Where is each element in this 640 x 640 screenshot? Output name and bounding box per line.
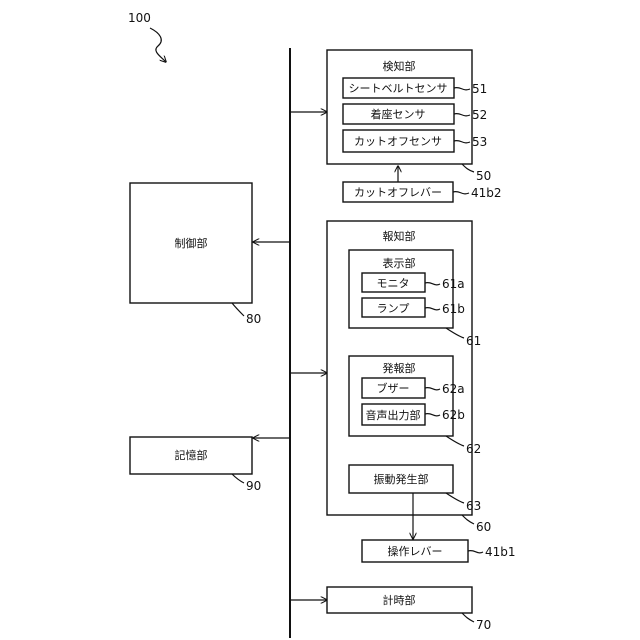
ref-61: 61 bbox=[466, 334, 481, 348]
ref-leader-90 bbox=[232, 474, 244, 483]
control-unit: 制御部 bbox=[130, 183, 252, 303]
lamp-label: ランプ bbox=[377, 302, 410, 315]
voice-output-label: 音声出力部 bbox=[366, 408, 421, 422]
display-title: 表示部 bbox=[383, 256, 416, 270]
storage-unit: 記憶部 bbox=[130, 437, 252, 474]
monitor-label: モニタ bbox=[377, 277, 410, 290]
cutoff-lever-label: カットオフレバー bbox=[354, 186, 442, 199]
vibration-label: 振動発生部 bbox=[374, 472, 429, 486]
ref-leader-80 bbox=[232, 303, 244, 316]
detection-title: 検知部 bbox=[383, 59, 416, 73]
ref-80: 80 bbox=[246, 312, 261, 326]
ref-62: 62 bbox=[466, 442, 481, 456]
seat-sensor-label: 着座センサ bbox=[371, 107, 426, 121]
ref-41b1: 41b1 bbox=[485, 545, 516, 559]
timer-unit: 計時部 bbox=[327, 587, 472, 613]
ref-leader-50 bbox=[462, 164, 474, 172]
ref-61a: 61a bbox=[442, 277, 465, 291]
figure-ref-leader bbox=[150, 28, 166, 62]
cutoff-sensor-label: カットオフセンサ bbox=[354, 135, 442, 148]
sound-title: 発報部 bbox=[383, 361, 416, 375]
ref-62a: 62a bbox=[442, 382, 465, 396]
storage-label: 記憶部 bbox=[175, 448, 208, 462]
ref-51: 51 bbox=[472, 82, 487, 96]
ref-62b: 62b bbox=[442, 408, 465, 422]
control-label: 制御部 bbox=[175, 236, 208, 250]
ref-52: 52 bbox=[472, 108, 487, 122]
ref-leader-41b2 bbox=[453, 192, 469, 194]
operation-lever: 操作レバー bbox=[362, 540, 468, 562]
ref-61b: 61b bbox=[442, 302, 465, 316]
buzzer-label: ブザー bbox=[377, 381, 410, 395]
operation-lever-label: 操作レバー bbox=[388, 544, 443, 558]
notification-title: 報知部 bbox=[383, 229, 416, 243]
ref-leader-60 bbox=[462, 515, 474, 524]
ref-leader-70 bbox=[462, 613, 474, 622]
detection-unit: 検知部 シートベルトセンサ 着座センサ カットオフセンサ bbox=[327, 50, 472, 164]
ref-53: 53 bbox=[472, 135, 487, 149]
seatbelt-sensor-label: シートベルトセンサ bbox=[349, 82, 448, 95]
ref-90: 90 bbox=[246, 479, 261, 493]
ref-41b2: 41b2 bbox=[471, 186, 502, 200]
ref-60: 60 bbox=[476, 520, 491, 534]
ref-50: 50 bbox=[476, 169, 491, 183]
notification-unit: 報知部 表示部 モニタ ランプ 発報部 ブザー 音声出力部 振動発生部 bbox=[327, 221, 472, 515]
cutoff-lever: カットオフレバー bbox=[343, 182, 453, 202]
timer-label: 計時部 bbox=[383, 593, 416, 607]
ref-70: 70 bbox=[476, 618, 491, 632]
ref-leader-41b1 bbox=[468, 551, 483, 553]
ref-63: 63 bbox=[466, 499, 481, 513]
figure-ref: 100 bbox=[128, 11, 151, 25]
